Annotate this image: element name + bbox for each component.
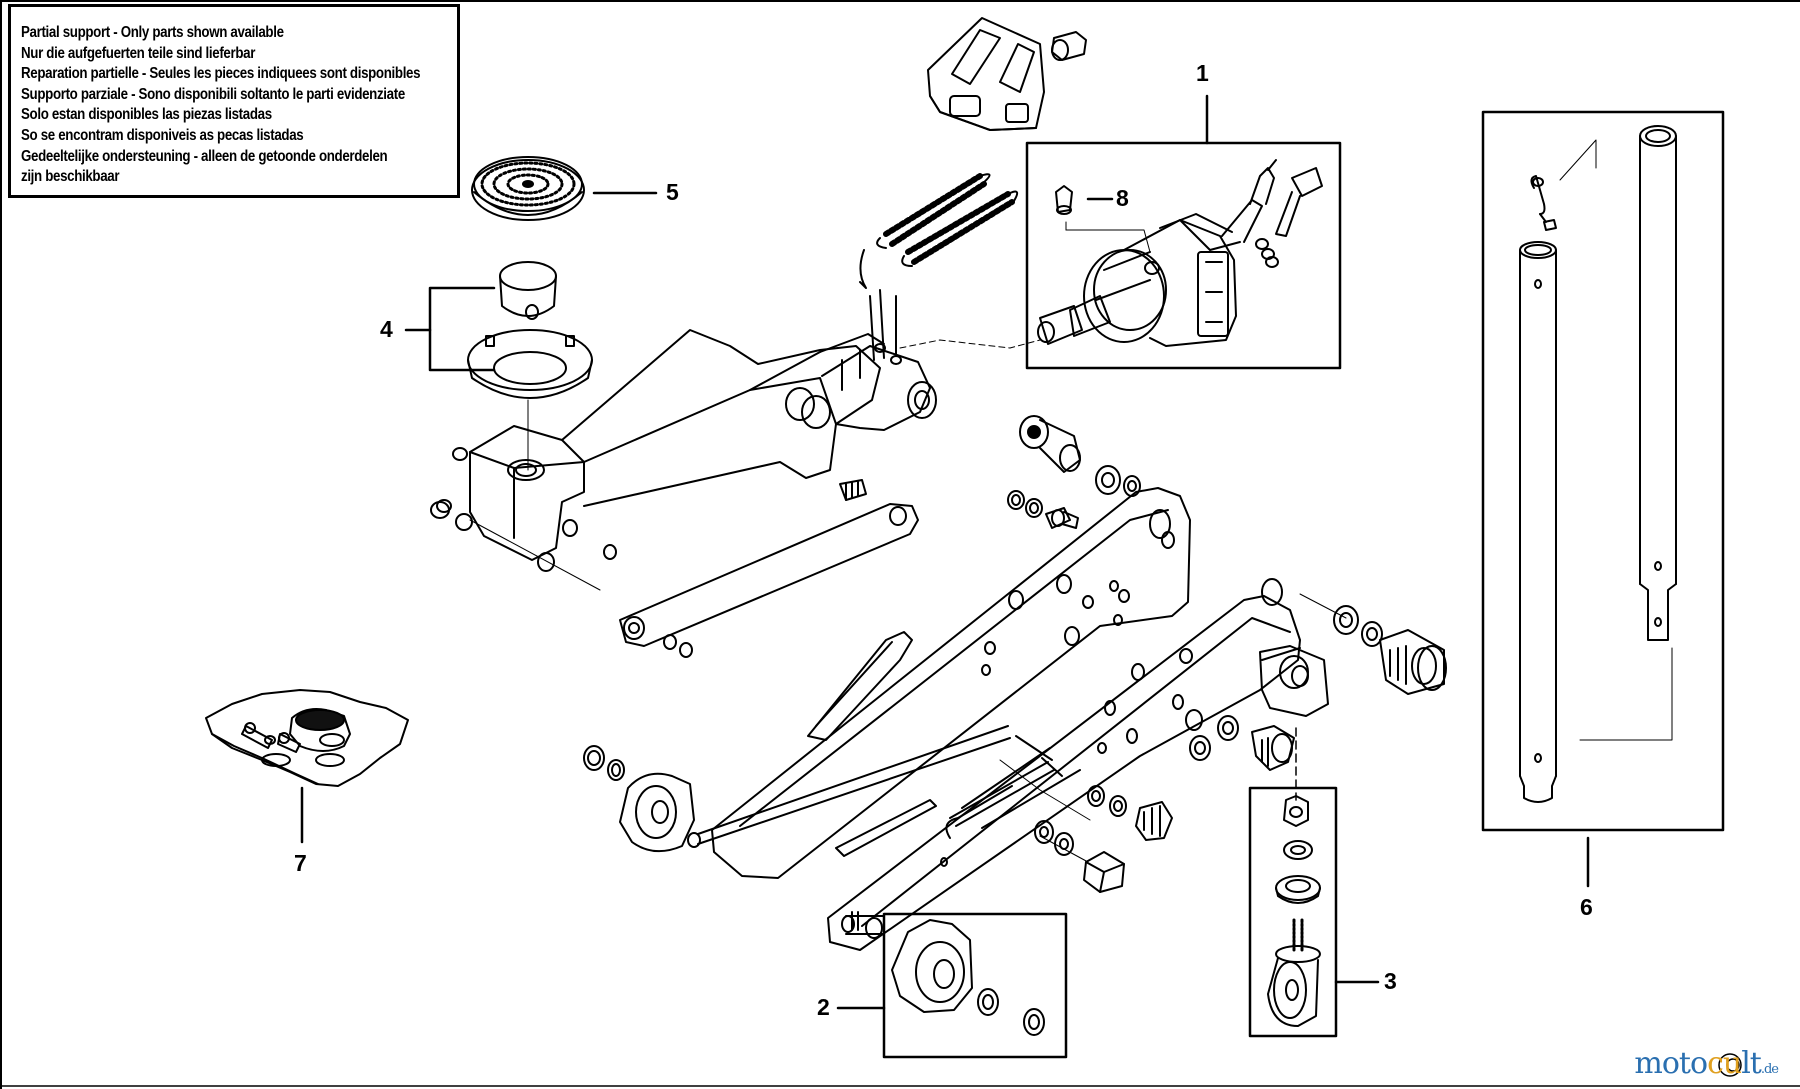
notice-line: Gedeeltelijke ondersteuning - alleen de … [21,147,388,165]
callout-4: 4 [380,316,393,342]
notice-line: Partial support - Only parts shown avail… [21,24,284,41]
caster-kit-box [1250,788,1336,1036]
callout-2: 2 [817,994,830,1020]
link-bar-part [620,480,918,657]
front-axle-part [688,726,1010,938]
pump-unit-part [1038,160,1322,346]
frame-plate-rear [712,488,1190,878]
callout-4-bracket [430,288,494,370]
callout-6: 6 [1580,894,1593,920]
washer-set-mid [1008,491,1078,528]
watermark-logo-mark [1719,1054,1741,1076]
release-valve-part [1056,186,1072,214]
rear-bolt-top [1020,416,1140,496]
axis-line [1300,594,1346,618]
caster-kit-part [1268,796,1320,1026]
handle-lower-tube [1520,242,1556,802]
handle-clip-part [1531,176,1556,230]
callout-7: 7 [294,850,307,876]
callout-5: 5 [666,179,679,205]
mounting-block-part [1260,646,1328,716]
handle-socket-part [808,632,1080,856]
watermark-tld: .de [1760,1062,1779,1077]
saddle-head-part [928,18,1086,130]
roller-kit-part [892,920,1044,1035]
rear-bolt-right [1334,606,1446,694]
return-springs-part [877,174,1017,266]
axis-line [900,340,1040,348]
valve-leader [1066,230,1150,252]
pin-clip-part [860,250,901,364]
saddle-cup-part [500,262,556,319]
front-roller-part [584,746,694,851]
notice-line: Nur die aufgefuerten teile sind lieferba… [21,44,256,62]
watermark: motocult.de [1634,1046,1779,1081]
handle-kit-box [1483,112,1723,830]
notice-line: So se encontram disponiveis as pecas lis… [21,126,304,144]
notice-line: Solo estan disponibles las piezas listad… [21,106,272,124]
partial-support-notice: Partial support - Only parts shown avail… [8,4,460,198]
frame-plate-front [828,579,1300,950]
handle-upper-tube [1640,126,1676,640]
lifting-pad-part [472,157,584,220]
washer-set-low [1035,710,1294,892]
callout-1: 1 [1196,60,1209,86]
notice-line: Reparation partielle - Seules les pieces… [21,65,421,83]
axis-line [1000,760,1090,862]
watermark-highlight: cu [1707,1046,1742,1081]
watermark-prefix: moto [1634,1046,1708,1081]
roller-kit-box [884,914,1066,1057]
seal-kit-part [206,690,408,786]
washer-set-left [431,448,616,559]
callout-3: 3 [1384,968,1397,994]
notice-line: Supporto parziale - Sono disponibili sol… [21,85,405,103]
handle-leader-lines [1560,140,1672,740]
pump-unit-box [1027,143,1340,368]
callout-8: 8 [1116,185,1129,211]
watermark-suffix: lt [1741,1046,1762,1081]
lift-arm-part [456,330,936,571]
notice-line: zijn beschikbaar [21,168,120,186]
axis-line [470,520,600,590]
saddle-ring-part [468,330,592,398]
